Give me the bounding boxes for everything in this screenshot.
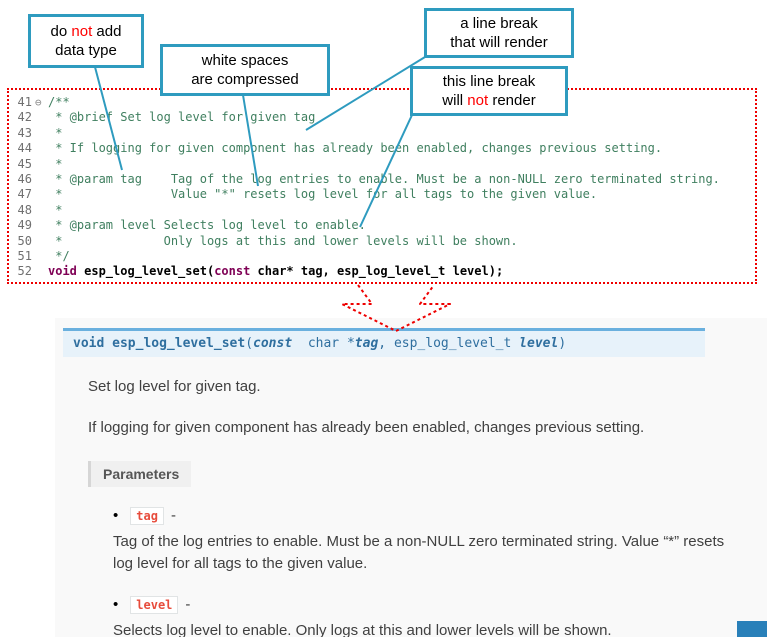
sig-const-keyword: const — [253, 336, 293, 351]
code-text: * Only logs at this and lower levels wil… — [48, 233, 518, 248]
param-name-level: level — [130, 595, 179, 614]
keyword-const: const — [214, 264, 251, 279]
function-args: char* tag, esp_log_level_t level); — [250, 264, 504, 279]
rendered-doc-panel: void esp_log_level_set(const char *tag, … — [55, 318, 767, 637]
line-number: 47 — [17, 187, 32, 202]
code-line: 43 * — [9, 126, 755, 141]
fold-column — [35, 172, 48, 187]
callout-line: do not add — [50, 22, 122, 40]
line-number: 46 — [17, 172, 32, 187]
parameters-heading: Parameters — [88, 460, 192, 487]
fold-column — [35, 157, 48, 172]
code-line: 48 * — [9, 203, 755, 218]
callout-no-datatype: do not add data type — [28, 14, 144, 68]
param-item-level: • level - Selects log level to enable. O… — [113, 595, 733, 637]
callout-line: a line break — [460, 14, 538, 32]
sig-paren: ) — [558, 336, 567, 351]
callout-line: data type — [55, 42, 117, 59]
line-number: 51 — [17, 249, 32, 264]
fold-column — [35, 234, 48, 249]
callout-line: white spaces — [201, 51, 289, 69]
callout-line-break-render: a line break that will render — [424, 8, 574, 58]
code-line: 41 ⊖ /** — [9, 95, 755, 110]
param-desc-tag: Tag of the log entries to enable. Must b… — [113, 532, 725, 573]
sig-function-name: esp_log_level_set — [112, 336, 246, 351]
sig-return-type: void — [73, 336, 113, 351]
code-text: * — [48, 156, 63, 171]
code-line: 50 * Only logs at this and lower levels … — [9, 234, 755, 249]
code-editor-snippet: 41 ⊖ /** 42 * @brief Set log level for g… — [7, 88, 757, 284]
code-text: * — [48, 202, 63, 217]
param-desc-level: Selects log level to enable. Only logs a… — [113, 621, 612, 637]
code-line: 42 * @brief Set log level for given tag — [9, 110, 755, 125]
code-text: /** — [48, 95, 70, 109]
callout-line: are compressed — [191, 71, 299, 88]
bullet-icon: • — [113, 507, 119, 524]
function-name: esp_log_level_set( — [76, 264, 215, 279]
code-line: 44 * If logging for given component has … — [9, 141, 755, 156]
code-line: 46 * @param tag Tag of the log entries t… — [9, 172, 755, 187]
sig-type: char * — [292, 336, 355, 351]
fold-column — [35, 264, 48, 279]
fold-column — [35, 187, 48, 202]
callout-line: that will render — [450, 34, 548, 51]
fold-column — [35, 110, 48, 125]
line-number: 44 — [17, 141, 32, 156]
code-line-function-declaration: 52 void esp_log_level_set(const char* ta… — [9, 264, 755, 279]
doc-brief: Set log level for given tag. — [88, 378, 261, 395]
param-dash: - — [185, 596, 191, 613]
code-text: * @brief Set log level for given tag — [48, 110, 316, 125]
param-dash: - — [170, 507, 176, 524]
code-text: */ — [48, 249, 70, 264]
param-head: • level - — [113, 595, 733, 614]
keyword-void: void — [48, 264, 77, 279]
code-line: 49 * @param level Selects log level to e… — [9, 218, 755, 233]
line-number: 41 — [17, 95, 32, 109]
fold-column — [35, 203, 48, 218]
param-item-tag: • tag - Tag of the log entries to enable… — [113, 506, 733, 576]
fold-column — [35, 141, 48, 156]
sig-separator: , — [378, 336, 394, 351]
code-text: * — [48, 125, 63, 140]
sig-paren: ( — [245, 336, 254, 351]
param-head: • tag - — [113, 506, 733, 525]
function-signature: void esp_log_level_set(const char *tag, … — [63, 328, 705, 357]
code-line: 47 * Value "*" resets log level for all … — [9, 187, 755, 202]
code-text: * Value "*" resets log level for all tag… — [48, 187, 598, 202]
line-number: 43 — [17, 125, 32, 140]
line-number: 49 — [17, 218, 32, 233]
docs-flyout-stub[interactable] — [737, 621, 767, 637]
code-line: 45 * — [9, 157, 755, 172]
sig-type: esp_log_level_t — [393, 336, 520, 351]
fold-column — [35, 126, 48, 141]
callout-whitespace: white spaces are compressed — [160, 44, 330, 96]
line-number: 50 — [17, 233, 32, 248]
fold-column — [35, 249, 48, 264]
callout-line: will not render — [442, 92, 536, 109]
fold-collapse-icon[interactable]: ⊖ — [35, 96, 42, 109]
line-number: 45 — [17, 156, 32, 171]
callout-line: this line break — [442, 72, 536, 90]
code-text: * @param tag Tag of the log entries to e… — [48, 172, 720, 187]
callout-line-break-no-render: this line break will not render — [410, 66, 568, 116]
code-text: * If logging for given component has alr… — [48, 141, 663, 156]
sig-param-level: level — [519, 336, 559, 351]
code-line: 51 */ — [9, 249, 755, 264]
fold-column — [35, 218, 48, 233]
sig-param-tag: tag — [354, 336, 379, 351]
param-name-tag: tag — [130, 506, 164, 525]
code-text: * @param level Selects log level to enab… — [48, 218, 366, 233]
line-number: 42 — [17, 110, 32, 125]
bullet-icon: • — [113, 596, 119, 613]
line-number: 52 — [17, 264, 32, 279]
doc-description: If logging for given component has alrea… — [88, 418, 645, 436]
line-number: 48 — [17, 202, 32, 217]
